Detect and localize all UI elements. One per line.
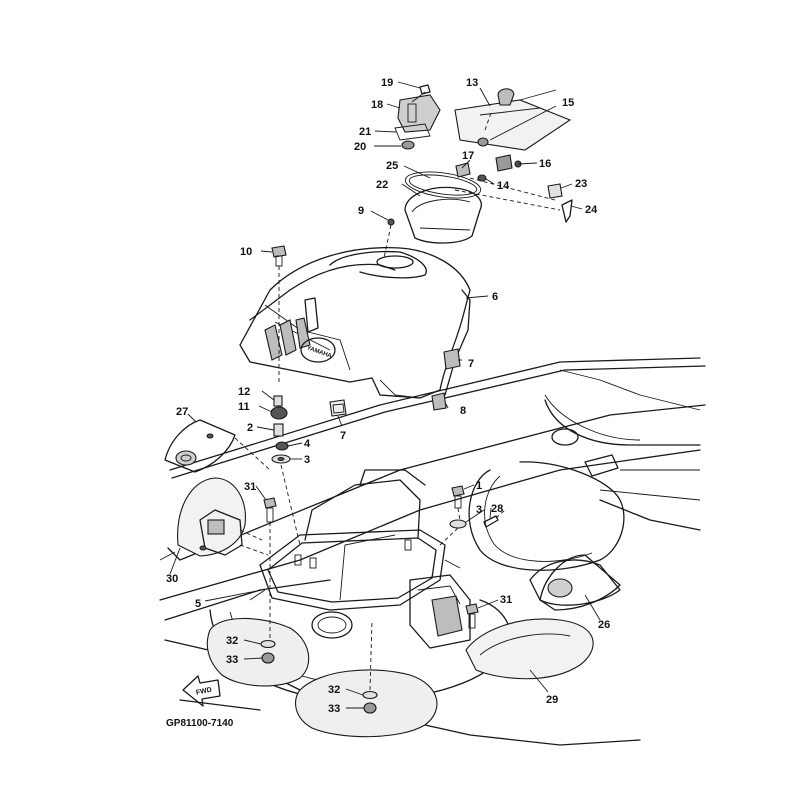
callout-labels: 19 13 18 15 21 20 17 16 25 14 23 22 24 9… (166, 77, 610, 715)
callout-7-upper: 7 (468, 358, 474, 370)
callout-4: 4 (304, 438, 311, 450)
callout-9: 9 (358, 205, 364, 217)
callout-3-right: 3 (476, 504, 482, 516)
callout-12: 12 (238, 386, 250, 398)
callout-2: 2 (247, 422, 253, 434)
callout-21: 21 (359, 126, 371, 138)
engine-cover: YAMAHA (239, 246, 471, 399)
callout-27: 27 (176, 406, 188, 418)
callout-30: 30 (166, 573, 178, 585)
callout-20: 20 (354, 141, 366, 153)
callout-31-right: 31 (500, 594, 512, 606)
gauge-assembly (383, 84, 573, 259)
callout-22: 22 (376, 179, 388, 191)
callout-5: 5 (195, 598, 201, 610)
callout-31-left: 31 (244, 481, 256, 493)
left-side-parts: FWD (164, 419, 621, 707)
callout-29: 29 (546, 694, 558, 706)
drawing-code: GP81100-7140 (166, 718, 234, 729)
storage-compartment (249, 469, 461, 611)
callout-13: 13 (466, 77, 478, 89)
callout-7-lower: 7 (340, 430, 346, 442)
callout-26: 26 (598, 619, 610, 631)
callout-18: 18 (371, 99, 383, 111)
fwd-mark: FWD (195, 687, 212, 697)
callout-28: 28 (491, 503, 503, 515)
callout-10: 10 (240, 246, 252, 258)
leader-lines (169, 81, 601, 709)
callout-25: 25 (386, 160, 398, 172)
callout-14: 14 (497, 180, 510, 192)
callout-11: 11 (238, 401, 250, 413)
callout-15: 15 (562, 97, 574, 109)
callout-19: 19 (381, 77, 393, 89)
callout-1: 1 (476, 480, 482, 492)
callout-8: 8 (460, 405, 466, 417)
brand-mark: YAMAHA (306, 345, 333, 360)
callout-17: 17 (462, 150, 474, 162)
callout-33-left: 33 (226, 654, 238, 666)
callout-32-lower: 32 (328, 684, 340, 696)
callout-32-left: 32 (226, 635, 238, 647)
hull-deck (159, 357, 706, 746)
callout-16: 16 (539, 158, 551, 170)
callout-23: 23 (575, 178, 587, 190)
fastener-stack (260, 245, 506, 714)
callout-3-left: 3 (304, 454, 310, 466)
callout-24: 24 (585, 204, 598, 216)
callout-6: 6 (492, 291, 498, 303)
callout-33-lower: 33 (328, 703, 340, 715)
